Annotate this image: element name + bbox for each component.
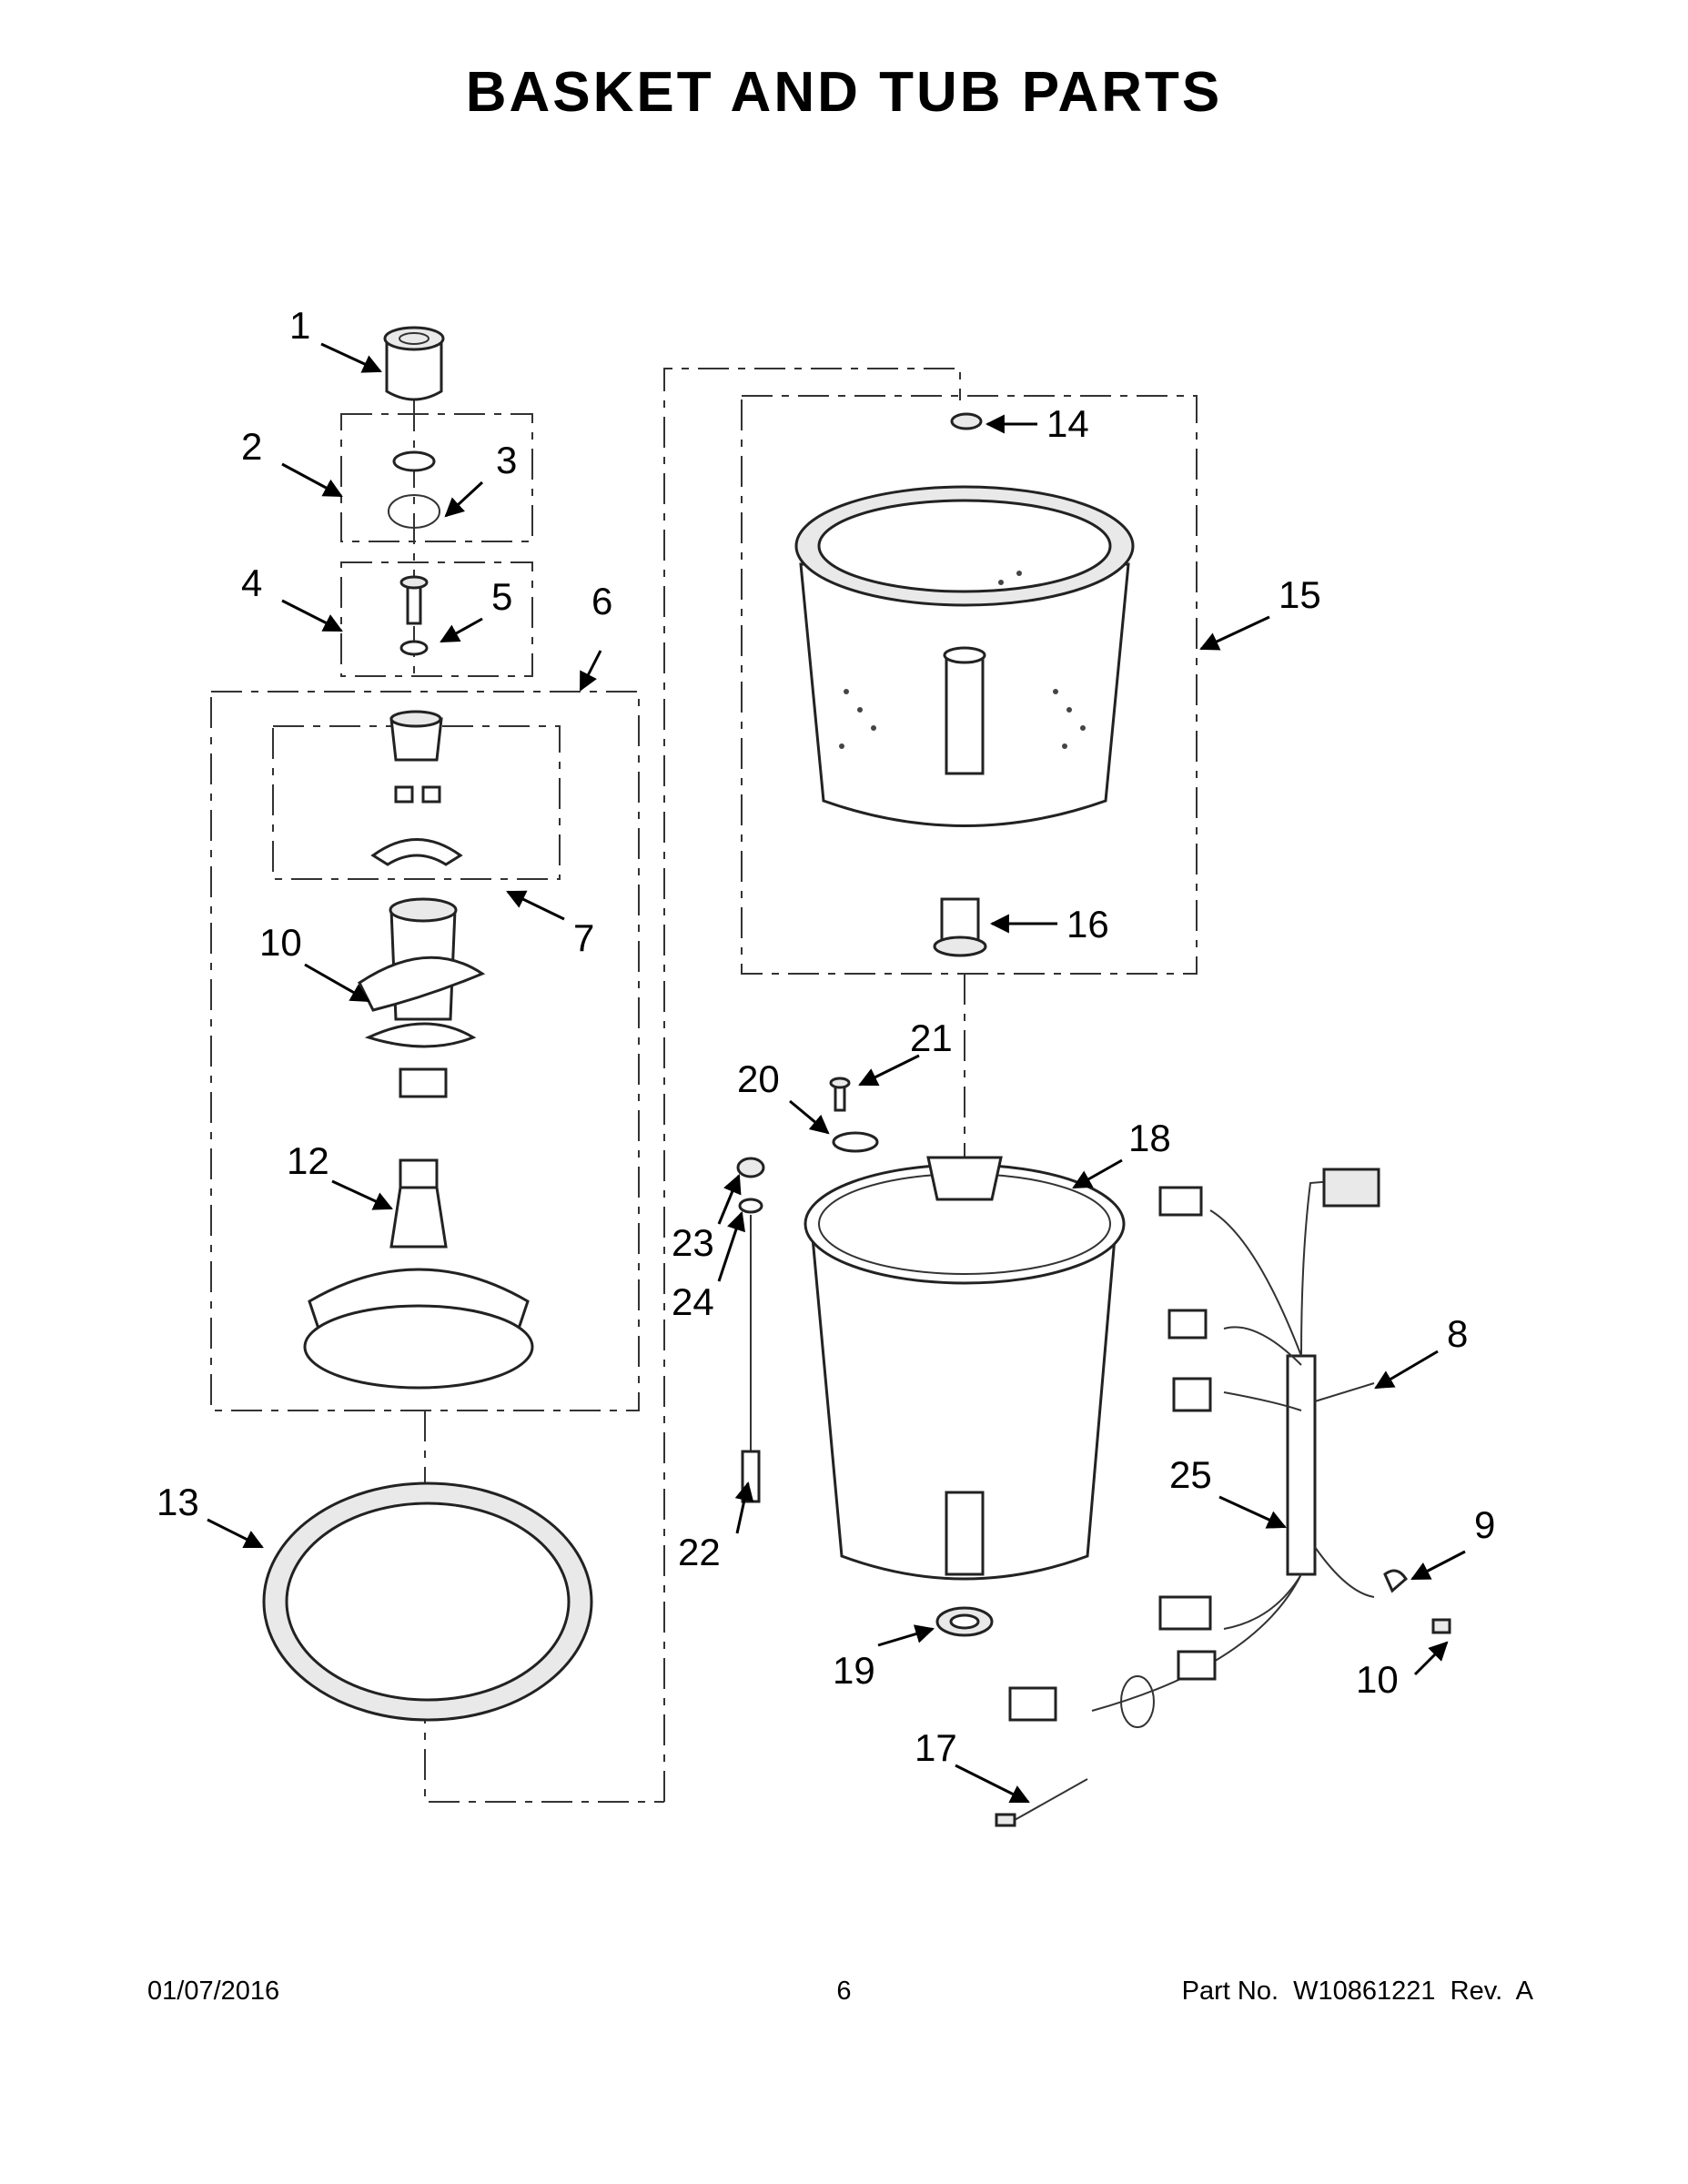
callout-c10b: 10 bbox=[1356, 1658, 1399, 1701]
part-8-9-10-clamps bbox=[1314, 1382, 1451, 1634]
leader-arrows bbox=[207, 342, 1466, 1804]
part-19-tub-seal bbox=[935, 1606, 994, 1637]
part-4-5-bolt bbox=[399, 575, 429, 656]
callout-c5: 5 bbox=[491, 575, 512, 618]
callout-c18: 18 bbox=[1128, 1117, 1171, 1159]
part-12-agitator-base bbox=[303, 1158, 534, 1390]
part-15-basket bbox=[794, 485, 1135, 827]
callout-c8: 8 bbox=[1447, 1312, 1468, 1355]
callout-c16: 16 bbox=[1066, 903, 1109, 945]
callout-c12: 12 bbox=[287, 1139, 329, 1182]
part-20-21-screw bbox=[829, 1077, 879, 1153]
part-1-cap bbox=[383, 326, 445, 401]
part-2-3-seal bbox=[388, 450, 440, 529]
callout-c17: 17 bbox=[915, 1726, 957, 1769]
callout-c13: 13 bbox=[157, 1481, 199, 1523]
callout-c23: 23 bbox=[672, 1221, 714, 1264]
callout-c19: 19 bbox=[833, 1649, 875, 1692]
callout-c9: 9 bbox=[1474, 1503, 1495, 1546]
callout-c21: 21 bbox=[910, 1016, 953, 1059]
callout-c20: 20 bbox=[737, 1057, 780, 1100]
callout-c10a: 10 bbox=[259, 921, 302, 964]
part-14-bushing bbox=[950, 412, 983, 430]
footer-part-number: Part No. W10861221 Rev. A bbox=[1181, 1977, 1533, 2006]
part-25-wire-harness bbox=[1008, 1168, 1380, 1728]
callout-c24: 24 bbox=[672, 1280, 714, 1323]
part-17-sensor-probe bbox=[995, 1778, 1088, 1827]
part-10-auger bbox=[358, 897, 486, 1098]
callout-c2: 2 bbox=[241, 425, 262, 468]
part-7-drive-block bbox=[370, 710, 463, 866]
callout-c1: 1 bbox=[289, 304, 310, 347]
callout-c7: 7 bbox=[573, 916, 594, 959]
footer-page-number: 6 bbox=[836, 1977, 852, 2006]
footer-date: 01/07/2016 bbox=[147, 1977, 280, 2006]
callout-c15: 15 bbox=[1279, 573, 1321, 616]
part-16-hub bbox=[933, 897, 987, 957]
callout-c25: 25 bbox=[1169, 1453, 1212, 1496]
callout-c6: 6 bbox=[591, 580, 612, 622]
callout-c3: 3 bbox=[496, 439, 517, 481]
callout-c14: 14 bbox=[1046, 402, 1089, 445]
callout-c22: 22 bbox=[678, 1531, 721, 1573]
part-22-suspension-rod bbox=[736, 1157, 765, 1503]
callout-c4: 4 bbox=[241, 561, 262, 604]
page-title: BASKET AND TUB PARTS bbox=[465, 61, 1223, 124]
part-18-outer-tub bbox=[804, 1156, 1126, 1581]
part-13-tub-ring bbox=[262, 1481, 593, 1722]
